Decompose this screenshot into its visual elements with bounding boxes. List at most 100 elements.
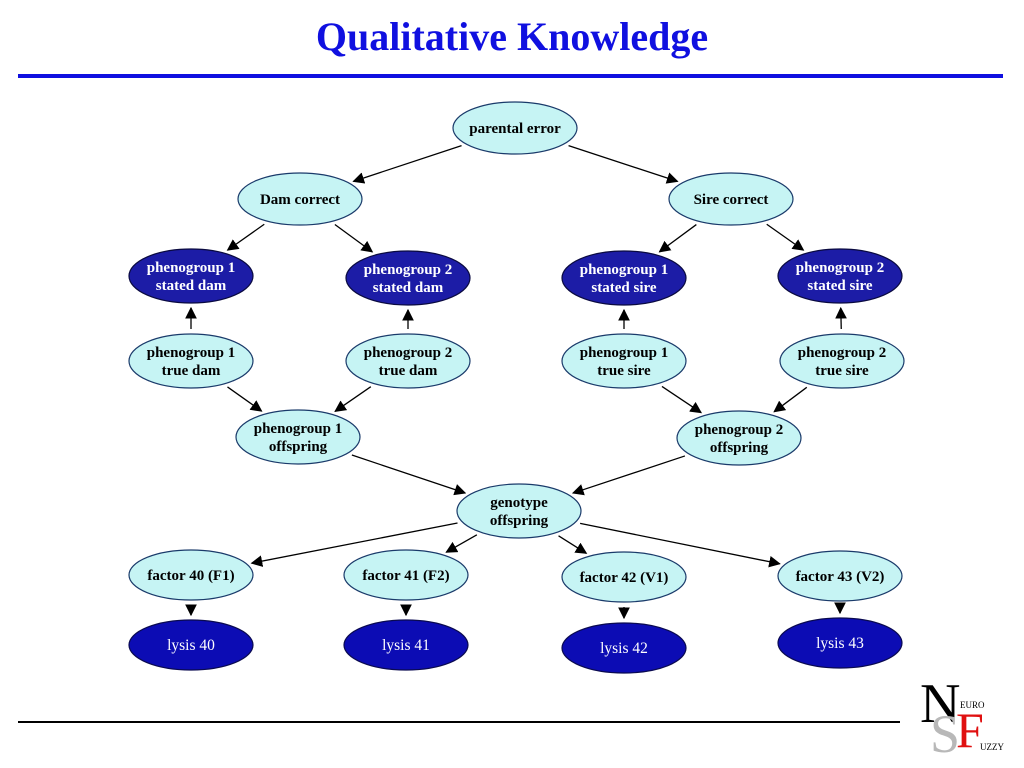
node-shape xyxy=(676,410,802,466)
node-pg1-true-dam: phenogroup 1 true dam xyxy=(128,333,254,389)
node-shape xyxy=(561,333,687,389)
node-lysis40: lysis 40 xyxy=(128,619,254,671)
node-factor42: factor 42 (V1) xyxy=(561,551,687,603)
node-label: factor 43 (V2) xyxy=(796,569,885,585)
node-shape xyxy=(128,333,254,389)
node-shape xyxy=(343,549,469,601)
edge-dam-correct-to-pg1-stated-dam xyxy=(226,223,265,251)
node-pg1-stated-sire: phenogroup 1 stated sire xyxy=(561,250,687,306)
node-label: phenogroup 2 xyxy=(796,260,885,276)
node-label: factor 40 (F1) xyxy=(147,568,234,584)
node-shape xyxy=(668,172,794,226)
node-pg1-offspring: phenogroup 1 offspring xyxy=(235,409,361,465)
logo-uzzy-text: UZZY xyxy=(980,742,1004,752)
node-factor43: factor 43 (V2) xyxy=(777,550,903,602)
title-underline xyxy=(18,74,1003,78)
node-lysis42: lysis 42 xyxy=(561,622,687,674)
node-label: phenogroup 2 xyxy=(364,345,453,361)
node-pg2-true-sire: phenogroup 2 true sire xyxy=(779,333,905,389)
node-pg2-stated-sire: phenogroup 2 stated sire xyxy=(777,248,903,304)
node-label: phenogroup 1 xyxy=(147,345,236,361)
node-label: true sire xyxy=(597,363,651,379)
node-shape xyxy=(561,622,687,674)
node-label: stated dam xyxy=(373,280,444,296)
logo-letter-s: S xyxy=(930,704,961,764)
edge-pg1-true-sire-to-pg2-offspring xyxy=(661,385,703,414)
node-label: phenogroup 1 xyxy=(147,260,236,276)
edge-pg2-true-sire-to-pg2-offspring xyxy=(773,386,808,413)
node-label: phenogroup 1 xyxy=(580,262,669,278)
footer-rule xyxy=(18,721,900,723)
node-shape xyxy=(452,101,578,155)
edge-parental-error-to-dam-correct xyxy=(352,145,462,184)
edge-pg1-offspring-to-genotype-offspring xyxy=(351,454,467,496)
node-shape xyxy=(777,550,903,602)
node-label: phenogroup 2 xyxy=(798,345,887,361)
node-pg1-stated-dam: phenogroup 1 stated dam xyxy=(128,248,254,304)
node-shape xyxy=(235,409,361,465)
node-shape xyxy=(345,250,471,306)
node-shape xyxy=(777,248,903,304)
node-shape xyxy=(237,172,363,226)
node-pg2-true-dam: phenogroup 2 true dam xyxy=(345,333,471,389)
node-label: offspring xyxy=(710,440,769,456)
node-lysis41: lysis 41 xyxy=(343,619,469,671)
node-shape xyxy=(777,617,903,669)
edge-genotype-offspring-to-factor43 xyxy=(579,522,781,568)
node-shape xyxy=(128,549,254,601)
edge-sire-correct-to-pg2-stated-sire xyxy=(766,223,805,251)
logo-euro-text: EURO xyxy=(960,700,985,710)
edge-genotype-offspring-to-factor41 xyxy=(445,534,478,553)
node-shape xyxy=(456,483,582,539)
node-label: lysis 41 xyxy=(382,637,430,654)
edge-genotype-offspring-to-factor42 xyxy=(558,535,588,554)
node-label: phenogroup 2 xyxy=(695,422,784,438)
node-label: offspring xyxy=(269,439,328,455)
neuro-fuzzy-logo: N S F EURO UZZY xyxy=(918,674,1010,764)
node-label: phenogroup 2 xyxy=(364,262,453,278)
node-shape xyxy=(561,551,687,603)
node-label: stated sire xyxy=(807,278,872,294)
node-pg1-true-sire: phenogroup 1 true sire xyxy=(561,333,687,389)
node-label: offspring xyxy=(490,513,549,529)
node-shape xyxy=(345,333,471,389)
edge-dam-correct-to-pg2-stated-dam xyxy=(334,223,374,253)
node-label: factor 41 (F2) xyxy=(362,568,449,584)
edge-pg2-true-dam-to-pg1-offspring xyxy=(334,386,372,412)
node-pg2-offspring: phenogroup 2 offspring xyxy=(676,410,802,466)
node-label: true dam xyxy=(379,363,438,379)
node-factor40: factor 40 (F1) xyxy=(128,549,254,601)
node-label: lysis 43 xyxy=(816,635,864,652)
logo-letter-n: N xyxy=(920,673,961,735)
node-dam-correct: Dam correct xyxy=(237,172,363,226)
edge-pg2-offspring-to-genotype-offspring xyxy=(571,455,686,496)
node-parental-error: parental error xyxy=(452,101,578,155)
node-label: lysis 40 xyxy=(167,637,215,654)
edge-sire-correct-to-pg1-stated-sire xyxy=(658,224,697,253)
node-label: phenogroup 1 xyxy=(580,345,669,361)
edge-layer xyxy=(185,144,847,620)
node-shape xyxy=(779,333,905,389)
node-shape xyxy=(128,248,254,304)
node-label: Sire correct xyxy=(694,192,769,208)
edge-parental-error-to-sire-correct xyxy=(568,144,679,184)
edge-genotype-offspring-to-factor40 xyxy=(250,522,458,567)
node-pg2-stated-dam: phenogroup 2 stated dam xyxy=(345,250,471,306)
node-label: factor 42 (V1) xyxy=(580,570,669,586)
node-factor41: factor 41 (F2) xyxy=(343,549,469,601)
node-label: stated dam xyxy=(156,278,227,294)
node-label: true sire xyxy=(815,363,869,379)
node-lysis43: lysis 43 xyxy=(777,617,903,669)
node-shape xyxy=(343,619,469,671)
node-label: lysis 42 xyxy=(600,640,648,657)
node-label: phenogroup 1 xyxy=(254,421,343,437)
node-label: stated sire xyxy=(591,280,656,296)
node-sire-correct: Sire correct xyxy=(668,172,794,226)
node-label: true dam xyxy=(162,363,221,379)
edge-pg1-true-dam-to-pg1-offspring xyxy=(227,386,263,412)
logo-letter-f: F xyxy=(956,702,984,758)
node-shape xyxy=(561,250,687,306)
